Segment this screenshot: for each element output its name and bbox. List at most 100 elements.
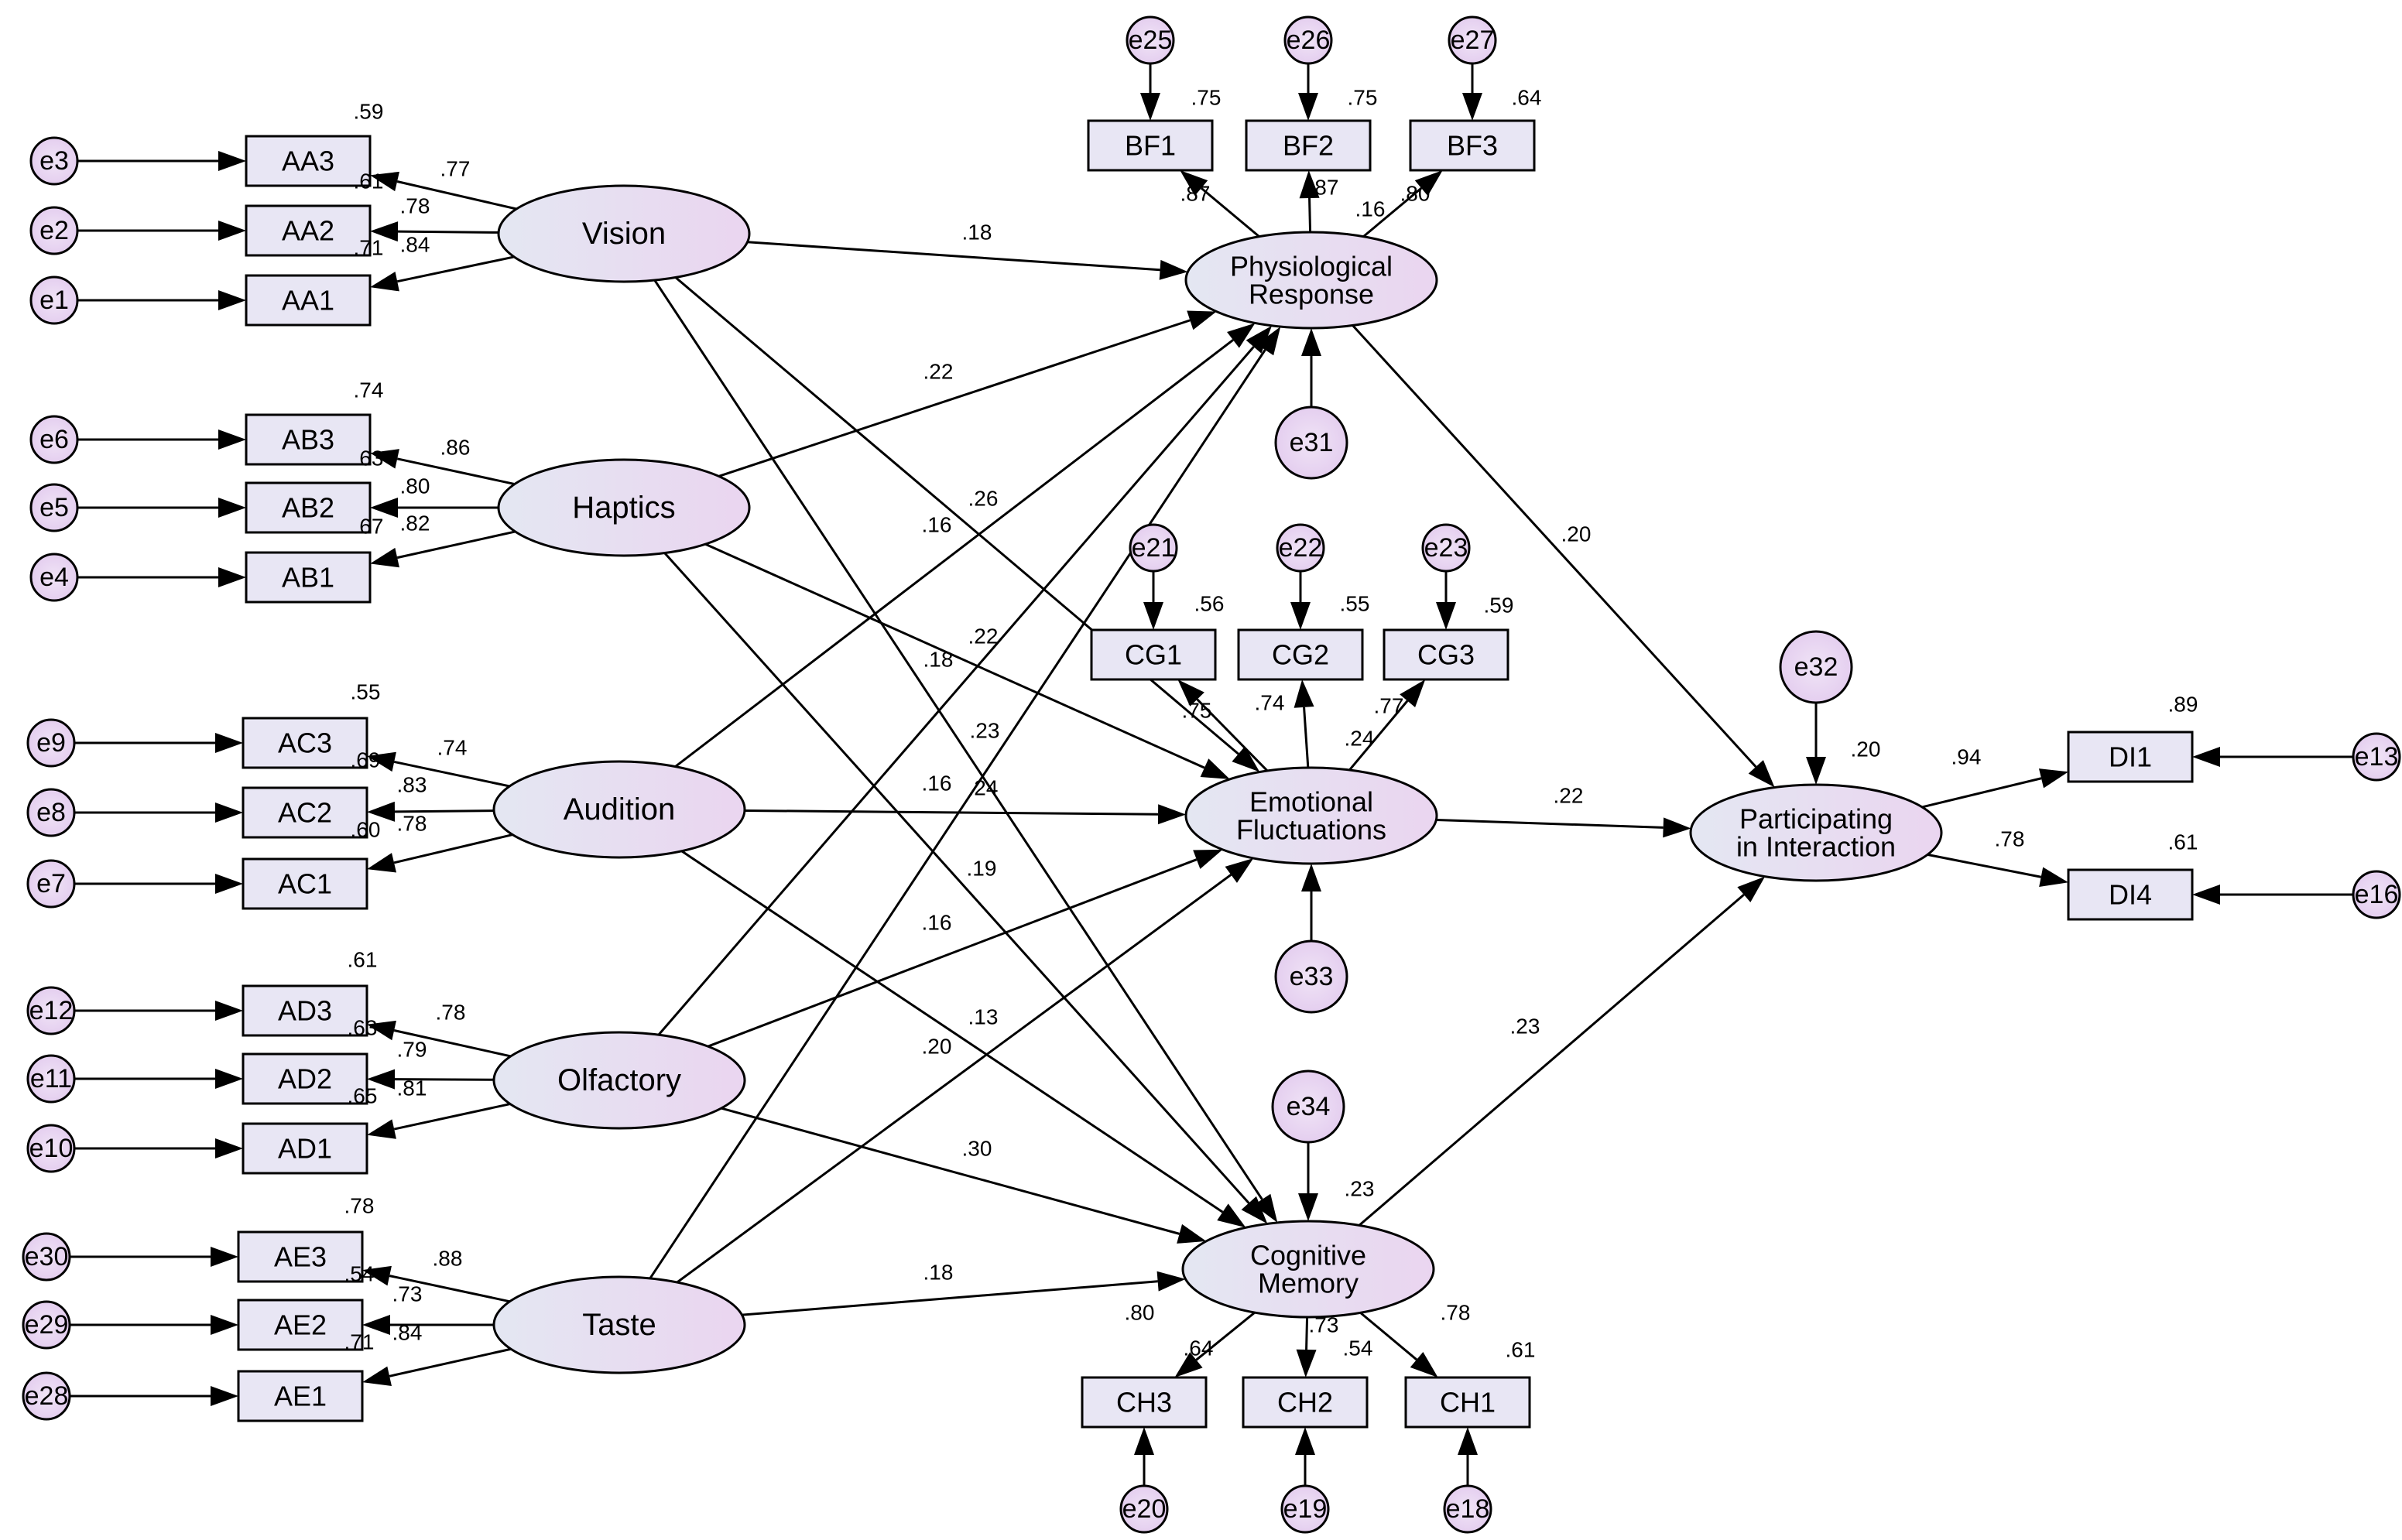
latent-haptics: Haptics xyxy=(497,458,751,557)
error-e33-circle xyxy=(1274,939,1348,1014)
coefficient-ld-CH1: .78 xyxy=(1441,1301,1471,1325)
loading-arrow-pr-BF2 xyxy=(1308,197,1312,233)
error-arrow-e29-AE2-head xyxy=(211,1315,238,1335)
structural-arrow-audition-pr-head xyxy=(1227,323,1256,348)
indicator-AC2-label: AC2 xyxy=(278,797,332,829)
error-e33: e33 xyxy=(1274,939,1348,1014)
loading-arrow-haptics-AB1 xyxy=(396,530,516,560)
coefficient-ld-DI4: .78 xyxy=(1995,827,2025,851)
error-e34: e34 xyxy=(1271,1069,1345,1144)
error-e27-label: e27 xyxy=(1451,26,1495,55)
error-e12: e12 xyxy=(26,986,76,1035)
latent-pi-label-line1: Participating xyxy=(1739,803,1893,835)
loading-arrow-audition-AC2-head xyxy=(367,801,396,822)
error-e8: e8 xyxy=(26,788,76,837)
loading-arrow-taste-AE2-head xyxy=(362,1315,390,1335)
error-e2-circle xyxy=(29,206,79,255)
error-e6-label: e6 xyxy=(39,425,69,454)
error-e25-circle xyxy=(1126,15,1175,65)
structural-arrow-ef-pi xyxy=(1436,818,1664,829)
indicator-CH1: CH1 xyxy=(1404,1376,1531,1429)
indicator-AC1: AC1 xyxy=(242,857,368,910)
indicator-AE1-label: AE1 xyxy=(274,1381,327,1412)
structural-arrow-olfactory-cm-head xyxy=(1177,1223,1207,1244)
error-e23-label: e23 xyxy=(1424,533,1468,563)
indicator-AB2: AB2 xyxy=(245,481,372,534)
structural-arrow-taste-pr-head xyxy=(1256,327,1281,356)
indicator-AA1-box xyxy=(245,274,372,327)
coefficient-p-olf-cm: .30 xyxy=(962,1137,992,1161)
latent-pr-label-line1: Physiological xyxy=(1230,251,1393,282)
error-e18: e18 xyxy=(1443,1484,1492,1534)
structural-arrow-olfactory-ef xyxy=(708,858,1198,1048)
error-e2-label: e2 xyxy=(39,216,69,245)
coefficient-r2-DI1: .89 xyxy=(2168,693,2198,717)
latent-olfactory-label: Olfactory xyxy=(557,1063,681,1097)
coefficient-p-olf-pr: .23 xyxy=(970,719,1000,743)
indicator-AA1: AA1 xyxy=(245,274,372,327)
error-arrow-e26-BF2-head xyxy=(1298,93,1318,121)
coefficient-p-aud-ef: .16 xyxy=(922,772,952,796)
structural-arrow-haptics-cm-head xyxy=(1241,1196,1268,1224)
coefficient-r2-CG1: .56 xyxy=(1194,592,1225,616)
error-e3-circle xyxy=(29,136,79,186)
coefficient-ld-CG3: .77 xyxy=(1374,694,1404,718)
error-e31-label: e31 xyxy=(1290,428,1334,457)
coefficient-ld-AD2: .79 xyxy=(397,1038,427,1062)
loading-arrow-audition-AC3-head xyxy=(367,751,396,772)
coefficient-r2-AC1: .60 xyxy=(351,818,381,842)
coefficient-r2-PI: .20 xyxy=(1851,737,1881,761)
structural-arrow-audition-ef-head xyxy=(1157,804,1187,825)
error-arrow-e12-AD3-head xyxy=(215,1001,243,1021)
loading-arrow-cm-CH3 xyxy=(1195,1311,1256,1361)
error-e32: e32 xyxy=(1779,630,1853,704)
error-arrow-e9-AC3-head xyxy=(215,733,243,753)
indicator-AD3: AD3 xyxy=(242,984,368,1037)
error-e7-circle xyxy=(26,859,76,909)
loading-arrow-pr-BF3 xyxy=(1362,187,1423,238)
error-arrow-e4-AB1-head xyxy=(218,567,246,587)
error-e30-label: e30 xyxy=(25,1242,69,1271)
coefficient-r2-AA2: .61 xyxy=(354,169,384,193)
latent-ef-label-line2: Fluctuations xyxy=(1236,814,1386,846)
indicator-CG3-box xyxy=(1383,628,1509,681)
error-arrow-e34-cm-head xyxy=(1298,1193,1318,1221)
latent-cm-label-line1: Cognitive xyxy=(1250,1240,1366,1271)
indicator-AE2-label: AE2 xyxy=(274,1309,327,1341)
coefficient-ld-AE2: .73 xyxy=(392,1282,423,1306)
indicator-CH2-label: CH2 xyxy=(1277,1387,1333,1419)
error-arrow-e10-AD1-head xyxy=(215,1138,243,1158)
indicator-AB3-box xyxy=(245,413,372,466)
latent-olfactory: Olfactory xyxy=(492,1031,746,1130)
coefficient-r2-CH2: .54 xyxy=(1343,1336,1373,1360)
indicator-AD1-box xyxy=(242,1122,368,1175)
coefficient-ld-CH2: .73 xyxy=(1309,1313,1339,1337)
coefficient-r2-BF3: .64 xyxy=(1512,86,1542,110)
loading-arrow-ef-CG3-head xyxy=(1400,679,1426,707)
indicator-BF3: BF3 xyxy=(1409,119,1536,172)
latent-taste: Taste xyxy=(492,1275,746,1374)
error-e12-circle xyxy=(26,986,76,1035)
error-e5-label: e5 xyxy=(39,493,69,522)
latent-pi-label-line2: in Interaction xyxy=(1736,831,1896,863)
error-e8-label: e8 xyxy=(36,798,66,827)
error-e1-circle xyxy=(29,275,79,325)
coefficient-ld-AD3: .78 xyxy=(436,1001,466,1025)
error-e16-circle xyxy=(2352,870,2401,919)
latent-vision: Vision xyxy=(497,184,751,283)
error-e4: e4 xyxy=(29,553,79,602)
coefficient-p-hap-pr: .22 xyxy=(923,360,954,384)
error-e1-label: e1 xyxy=(39,286,69,315)
coefficient-ld-AE3: .88 xyxy=(433,1247,463,1271)
indicator-BF3-label: BF3 xyxy=(1447,130,1498,162)
latent-haptics-label: Haptics xyxy=(572,491,675,525)
coefficient-ld-BF3: .80 xyxy=(1400,182,1431,206)
error-e27: e27 xyxy=(1448,15,1497,65)
error-e3: e3 xyxy=(29,136,79,186)
indicator-CG1-box xyxy=(1090,628,1217,681)
coefficient-p-olf-ef: .16 xyxy=(922,911,952,935)
latent-taste-ellipse xyxy=(492,1275,746,1374)
loading-arrow-vision-AA3 xyxy=(396,180,517,210)
